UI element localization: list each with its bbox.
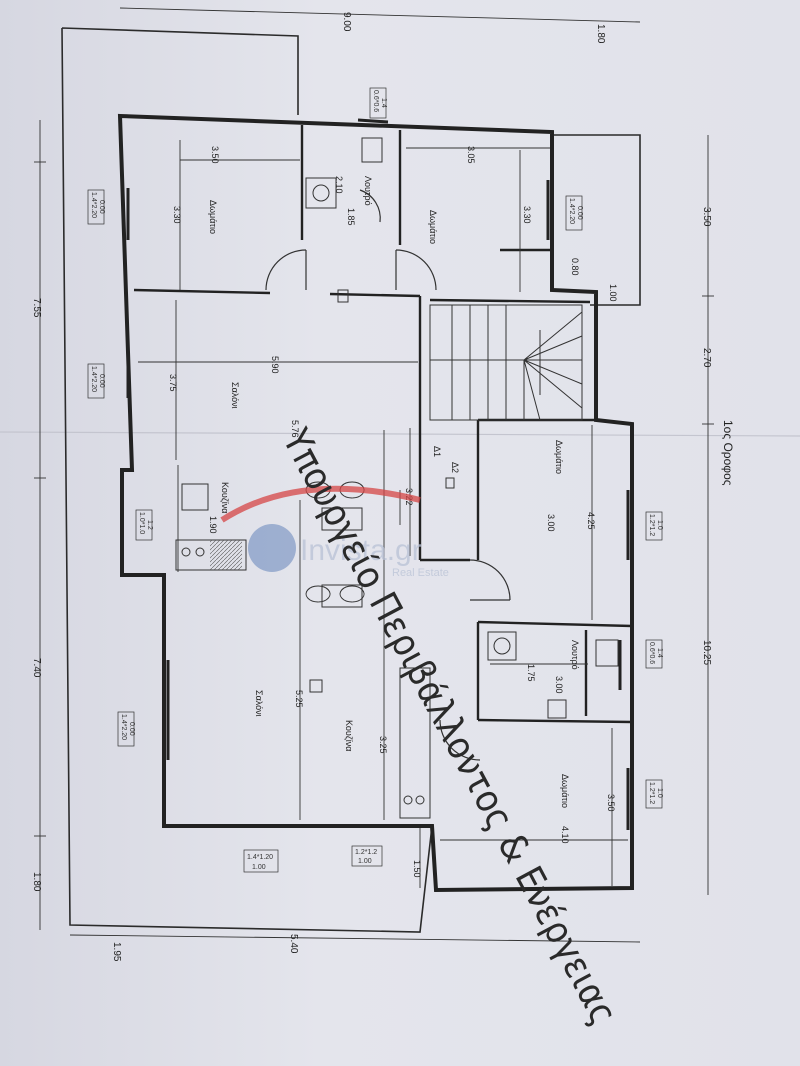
window-marks bbox=[126, 118, 630, 830]
logo-sub-text: Real Estate bbox=[392, 567, 449, 579]
room-dim: 1.75 bbox=[526, 664, 536, 682]
room-dim: 3.00 bbox=[546, 514, 556, 532]
window-tag: 0.6*0.6 1.4 bbox=[645, 639, 663, 669]
svg-text:1.00: 1.00 bbox=[252, 864, 266, 871]
room-dim: 5.25 bbox=[294, 690, 304, 708]
svg-text:1.2*1.2: 1.2*1.2 bbox=[648, 782, 655, 804]
dim-right-1025: 10.25 bbox=[701, 640, 712, 665]
svg-text:1.2*1.2: 1.2*1.2 bbox=[648, 514, 655, 536]
room-label: Δωμάτιο bbox=[560, 774, 570, 808]
window-tag: 0.6*0.6 1.4 bbox=[369, 87, 387, 119]
svg-text:1.2*1.2: 1.2*1.2 bbox=[355, 849, 377, 856]
room-label: Λουτρό bbox=[570, 640, 580, 670]
interior-walls bbox=[133, 125, 633, 724]
room-dim: 5.76 bbox=[290, 420, 300, 438]
balcony-right-outline bbox=[552, 134, 641, 306]
room-dim: 4.25 bbox=[586, 512, 596, 530]
window-tag: 1.2*1.2 1.00 bbox=[351, 845, 383, 867]
svg-text:1.4*1.20: 1.4*1.20 bbox=[247, 854, 273, 861]
window-tag: 1.4*2.20 0.00 bbox=[87, 363, 105, 399]
inner-dim: 0.80 bbox=[570, 258, 580, 276]
window-tag: 1.2*1.2 1.0 bbox=[645, 779, 663, 809]
room-label: Δωμάτιο bbox=[208, 200, 218, 234]
dim-bottom-195: 1.95 bbox=[111, 942, 122, 962]
svg-text:1.0: 1.0 bbox=[656, 520, 663, 530]
room-label: Λουτρό bbox=[363, 176, 373, 206]
svg-text:0.6*0.6: 0.6*0.6 bbox=[372, 90, 379, 112]
dim-top-180: 1.80 bbox=[595, 24, 606, 44]
window-tag: 1.2*1.2 1.0 bbox=[645, 511, 663, 541]
ministry-watermark: Υπουργείο Περιβάλλοντος & Ενέργειας bbox=[273, 421, 625, 1032]
svg-text:1.4: 1.4 bbox=[656, 648, 663, 658]
globe-icon bbox=[248, 524, 296, 572]
room-dim: 3.50 bbox=[606, 794, 616, 812]
window-tag: 1.4*2.20 0.00 bbox=[565, 195, 583, 231]
paper-fold-line bbox=[0, 431, 800, 437]
room-label: Σαλόνι bbox=[230, 382, 240, 409]
svg-text:1.4*2.20: 1.4*2.20 bbox=[90, 192, 97, 218]
svg-text:0.00: 0.00 bbox=[128, 722, 135, 736]
exterior-walls bbox=[117, 113, 634, 893]
svg-text:1.4*2.20: 1.4*2.20 bbox=[90, 366, 97, 392]
dim-top-900: 9.00 bbox=[341, 12, 352, 32]
room-dim: 4.10 bbox=[560, 826, 570, 844]
room-dim: 3.25 bbox=[378, 736, 388, 754]
dim-left-755: 7.55 bbox=[31, 298, 42, 318]
invista-logo: Invista.gr Real Estate bbox=[220, 485, 449, 579]
dim-right-270: 2.70 bbox=[701, 348, 712, 368]
svg-text:0.6*0.6: 0.6*0.6 bbox=[648, 642, 655, 664]
room-label: Δωμάτιο bbox=[428, 210, 438, 244]
fixtures bbox=[175, 137, 619, 819]
room-label: Δωμάτιο bbox=[554, 440, 564, 474]
svg-text:1.4*2.20: 1.4*2.20 bbox=[568, 198, 575, 224]
window-tags: 0.6*0.6 1.4 1.4*2.20 0.00 1.4*2.20 0.00 … bbox=[87, 87, 663, 873]
dimension-lines bbox=[34, 7, 714, 943]
window-tag: 1.0*1.0 1.2 bbox=[135, 509, 153, 541]
room-dim: 2.10 bbox=[334, 176, 344, 194]
dim-left-180: 1.80 bbox=[31, 872, 42, 892]
room-dim: 3.30 bbox=[522, 206, 532, 224]
svg-text:0.00: 0.00 bbox=[576, 206, 583, 220]
door-mark: Δ1 bbox=[432, 446, 442, 457]
window-tag: 1.4*1.20 1.00 bbox=[243, 849, 279, 873]
room-label: Σαλόνι bbox=[254, 690, 264, 717]
room-label: Κουζίνα bbox=[344, 720, 354, 752]
svg-text:1.0*1.0: 1.0*1.0 bbox=[138, 512, 145, 534]
inner-dim: 1.50 bbox=[412, 860, 422, 878]
door-mark: Δ2 bbox=[450, 462, 460, 473]
room-dim: 3.30 bbox=[172, 206, 182, 224]
room-dim: 1.90 bbox=[208, 516, 218, 534]
room-dim: 3.75 bbox=[168, 374, 178, 392]
logo-swoosh-icon bbox=[220, 485, 421, 523]
room-dim: 3.00 bbox=[554, 676, 564, 694]
svg-text:1.4*2.20: 1.4*2.20 bbox=[120, 714, 127, 740]
floor-label: 1ος Οροφος bbox=[721, 420, 735, 486]
window-tag: 1.4*2.20 0.00 bbox=[117, 711, 135, 747]
room-dim: 3.05 bbox=[466, 146, 476, 164]
svg-text:1.2: 1.2 bbox=[146, 520, 153, 530]
kitchen-hatch bbox=[210, 540, 242, 570]
svg-text:1.4: 1.4 bbox=[380, 98, 387, 108]
dim-bottom-540: 5.40 bbox=[288, 934, 299, 954]
window-tag: 1.4*2.20 0.00 bbox=[87, 189, 105, 225]
room-label: Κουζίνα bbox=[220, 482, 230, 514]
logo-brand-text: Invista.gr bbox=[300, 534, 422, 567]
svg-text:1.0: 1.0 bbox=[656, 788, 663, 798]
balcony-outline bbox=[61, 27, 433, 933]
room-annotations: Δωμάτιο 3.50 3.30 Λουτρό 2.10 1.85 Δωμάτ… bbox=[168, 146, 618, 878]
room-dim: 1.85 bbox=[346, 208, 356, 226]
staircase bbox=[429, 304, 583, 421]
room-dim: 5.90 bbox=[270, 356, 280, 374]
inner-dim: 1.00 bbox=[608, 284, 618, 302]
svg-text:0.00: 0.00 bbox=[98, 200, 105, 214]
svg-text:1.00: 1.00 bbox=[358, 858, 372, 865]
dim-left-740: 7.40 bbox=[31, 658, 42, 678]
outer-dimensions: 9.00 1.80 7.55 7.40 1.80 3.50 2.70 10.25… bbox=[31, 12, 735, 962]
svg-text:0.00: 0.00 bbox=[98, 374, 105, 388]
doors bbox=[265, 189, 511, 761]
dim-right-350: 3.50 bbox=[701, 207, 712, 227]
room-dim: 3.50 bbox=[210, 146, 220, 164]
